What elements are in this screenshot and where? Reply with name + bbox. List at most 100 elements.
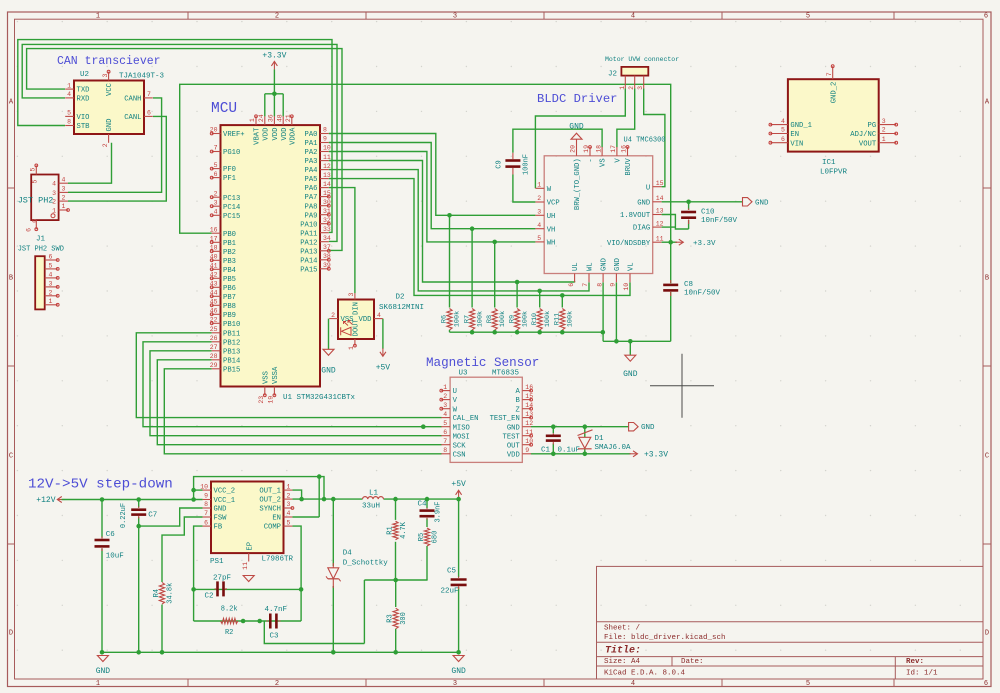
svg-text:Magnetic Sensor: Magnetic Sensor [426, 356, 539, 370]
svg-text:C8: C8 [684, 281, 693, 289]
svg-text:39: 39 [323, 262, 331, 269]
svg-text:9: 9 [323, 136, 327, 143]
svg-text:100k: 100k [454, 311, 462, 327]
svg-text:11: 11 [242, 562, 249, 570]
svg-text:2: 2 [102, 143, 109, 147]
svg-text:VSSA: VSSA [272, 366, 280, 384]
svg-text:J2: J2 [608, 70, 617, 78]
svg-text:VREF+: VREF+ [223, 131, 245, 139]
svg-text:1: 1 [52, 207, 56, 214]
svg-text:33uH: 33uH [362, 503, 380, 511]
svg-text:100k: 100k [567, 311, 575, 327]
svg-text:DIN: DIN [353, 302, 361, 315]
svg-text:GND_2: GND_2 [830, 82, 838, 104]
svg-text:9: 9 [204, 493, 208, 500]
svg-text:B: B [9, 275, 13, 283]
svg-text:10nF/50V: 10nF/50V [684, 290, 721, 298]
svg-text:VH: VH [547, 226, 556, 234]
svg-text:Date:: Date: [681, 658, 704, 666]
svg-text:BRUV: BRUV [625, 158, 633, 176]
svg-text:L7986TR: L7986TR [262, 556, 294, 564]
svg-text:Sheet: /: Sheet: / [604, 625, 641, 633]
svg-text:EP: EP [246, 542, 254, 551]
svg-text:36: 36 [268, 114, 275, 122]
svg-text:CAL_EN: CAL_EN [453, 415, 479, 423]
svg-text:PB2: PB2 [223, 249, 236, 257]
svg-text:20: 20 [570, 145, 577, 153]
svg-text:PB14: PB14 [223, 357, 240, 365]
svg-text:V: V [615, 158, 623, 163]
svg-text:34: 34 [323, 235, 331, 242]
svg-text:100k: 100k [499, 311, 507, 327]
svg-text:PA9: PA9 [305, 212, 318, 220]
svg-text:PB7: PB7 [223, 294, 236, 302]
svg-text:PB13: PB13 [223, 348, 240, 356]
svg-text:VSS: VSS [341, 316, 354, 324]
svg-text:PB0: PB0 [223, 231, 236, 239]
svg-text:W: W [547, 186, 552, 194]
svg-text:VIO/NDSDBY: VIO/NDSDBY [607, 240, 651, 248]
svg-text:FSW: FSW [214, 515, 228, 523]
svg-text:VCC_1: VCC_1 [214, 497, 236, 505]
svg-text:7: 7 [826, 72, 833, 76]
svg-text:VDD: VDD [272, 128, 280, 141]
svg-text:R4: R4 [153, 589, 161, 597]
svg-text:VOUT: VOUT [859, 140, 877, 148]
svg-text:1: 1 [249, 118, 256, 122]
svg-text:GND: GND [614, 258, 622, 271]
svg-text:D1: D1 [595, 435, 605, 443]
svg-text:3: 3 [453, 680, 457, 688]
svg-text:PG10: PG10 [223, 149, 240, 157]
svg-text:15: 15 [656, 180, 664, 187]
svg-text:1: 1 [49, 298, 53, 305]
svg-text:R11: R11 [554, 313, 562, 325]
svg-text:Size: A4: Size: A4 [604, 658, 641, 666]
svg-text:PA7: PA7 [305, 194, 318, 202]
svg-text:6: 6 [26, 228, 33, 232]
svg-text:8.2k: 8.2k [221, 606, 238, 614]
svg-text:PB1: PB1 [223, 240, 236, 248]
svg-text:R1: R1 [386, 526, 394, 534]
svg-text:GND: GND [755, 199, 769, 207]
svg-text:4: 4 [52, 181, 56, 188]
svg-text:VSS: VSS [262, 371, 270, 384]
svg-text:28: 28 [210, 353, 218, 360]
svg-text:OUT_2: OUT_2 [259, 497, 281, 505]
svg-text:U1 STM32G431CBTx: U1 STM32G431CBTx [283, 394, 356, 402]
svg-text:TEST: TEST [503, 433, 521, 441]
svg-text:WH: WH [547, 240, 556, 248]
svg-text:12: 12 [323, 163, 331, 170]
svg-text:1: 1 [443, 384, 447, 391]
svg-text:SYNCH: SYNCH [259, 506, 281, 514]
svg-text:PB6: PB6 [223, 285, 236, 293]
svg-text:VIN: VIN [790, 140, 803, 148]
svg-text:6: 6 [781, 136, 785, 143]
svg-text:C: C [985, 453, 989, 461]
svg-text:DIAG: DIAG [633, 225, 650, 233]
svg-text:5: 5 [32, 180, 39, 184]
svg-text:VS: VS [600, 158, 608, 167]
svg-text:R2: R2 [225, 629, 233, 637]
svg-text:100k: 100k [476, 311, 484, 327]
svg-text:C5: C5 [447, 568, 457, 576]
svg-text:22: 22 [210, 317, 218, 324]
svg-text:D4: D4 [343, 550, 353, 558]
svg-text:U: U [453, 388, 457, 396]
svg-text:GND: GND [507, 424, 520, 432]
svg-text:33: 33 [323, 226, 331, 233]
svg-text:100nF: 100nF [523, 154, 531, 175]
svg-text:VBAT: VBAT [254, 127, 262, 145]
svg-text:7: 7 [204, 510, 208, 517]
svg-text:43: 43 [210, 281, 218, 288]
svg-text:11: 11 [656, 235, 664, 242]
svg-text:10uF: 10uF [106, 553, 124, 561]
svg-text:15: 15 [323, 190, 331, 197]
svg-text:GND: GND [569, 123, 584, 132]
svg-text:100k: 100k [521, 311, 529, 327]
svg-text:4: 4 [62, 176, 66, 183]
svg-text:10: 10 [525, 438, 533, 445]
svg-text:WL: WL [587, 262, 595, 271]
svg-text:3.9nF: 3.9nF [434, 501, 442, 522]
svg-text:C7: C7 [148, 512, 157, 520]
svg-text:24: 24 [258, 114, 265, 122]
